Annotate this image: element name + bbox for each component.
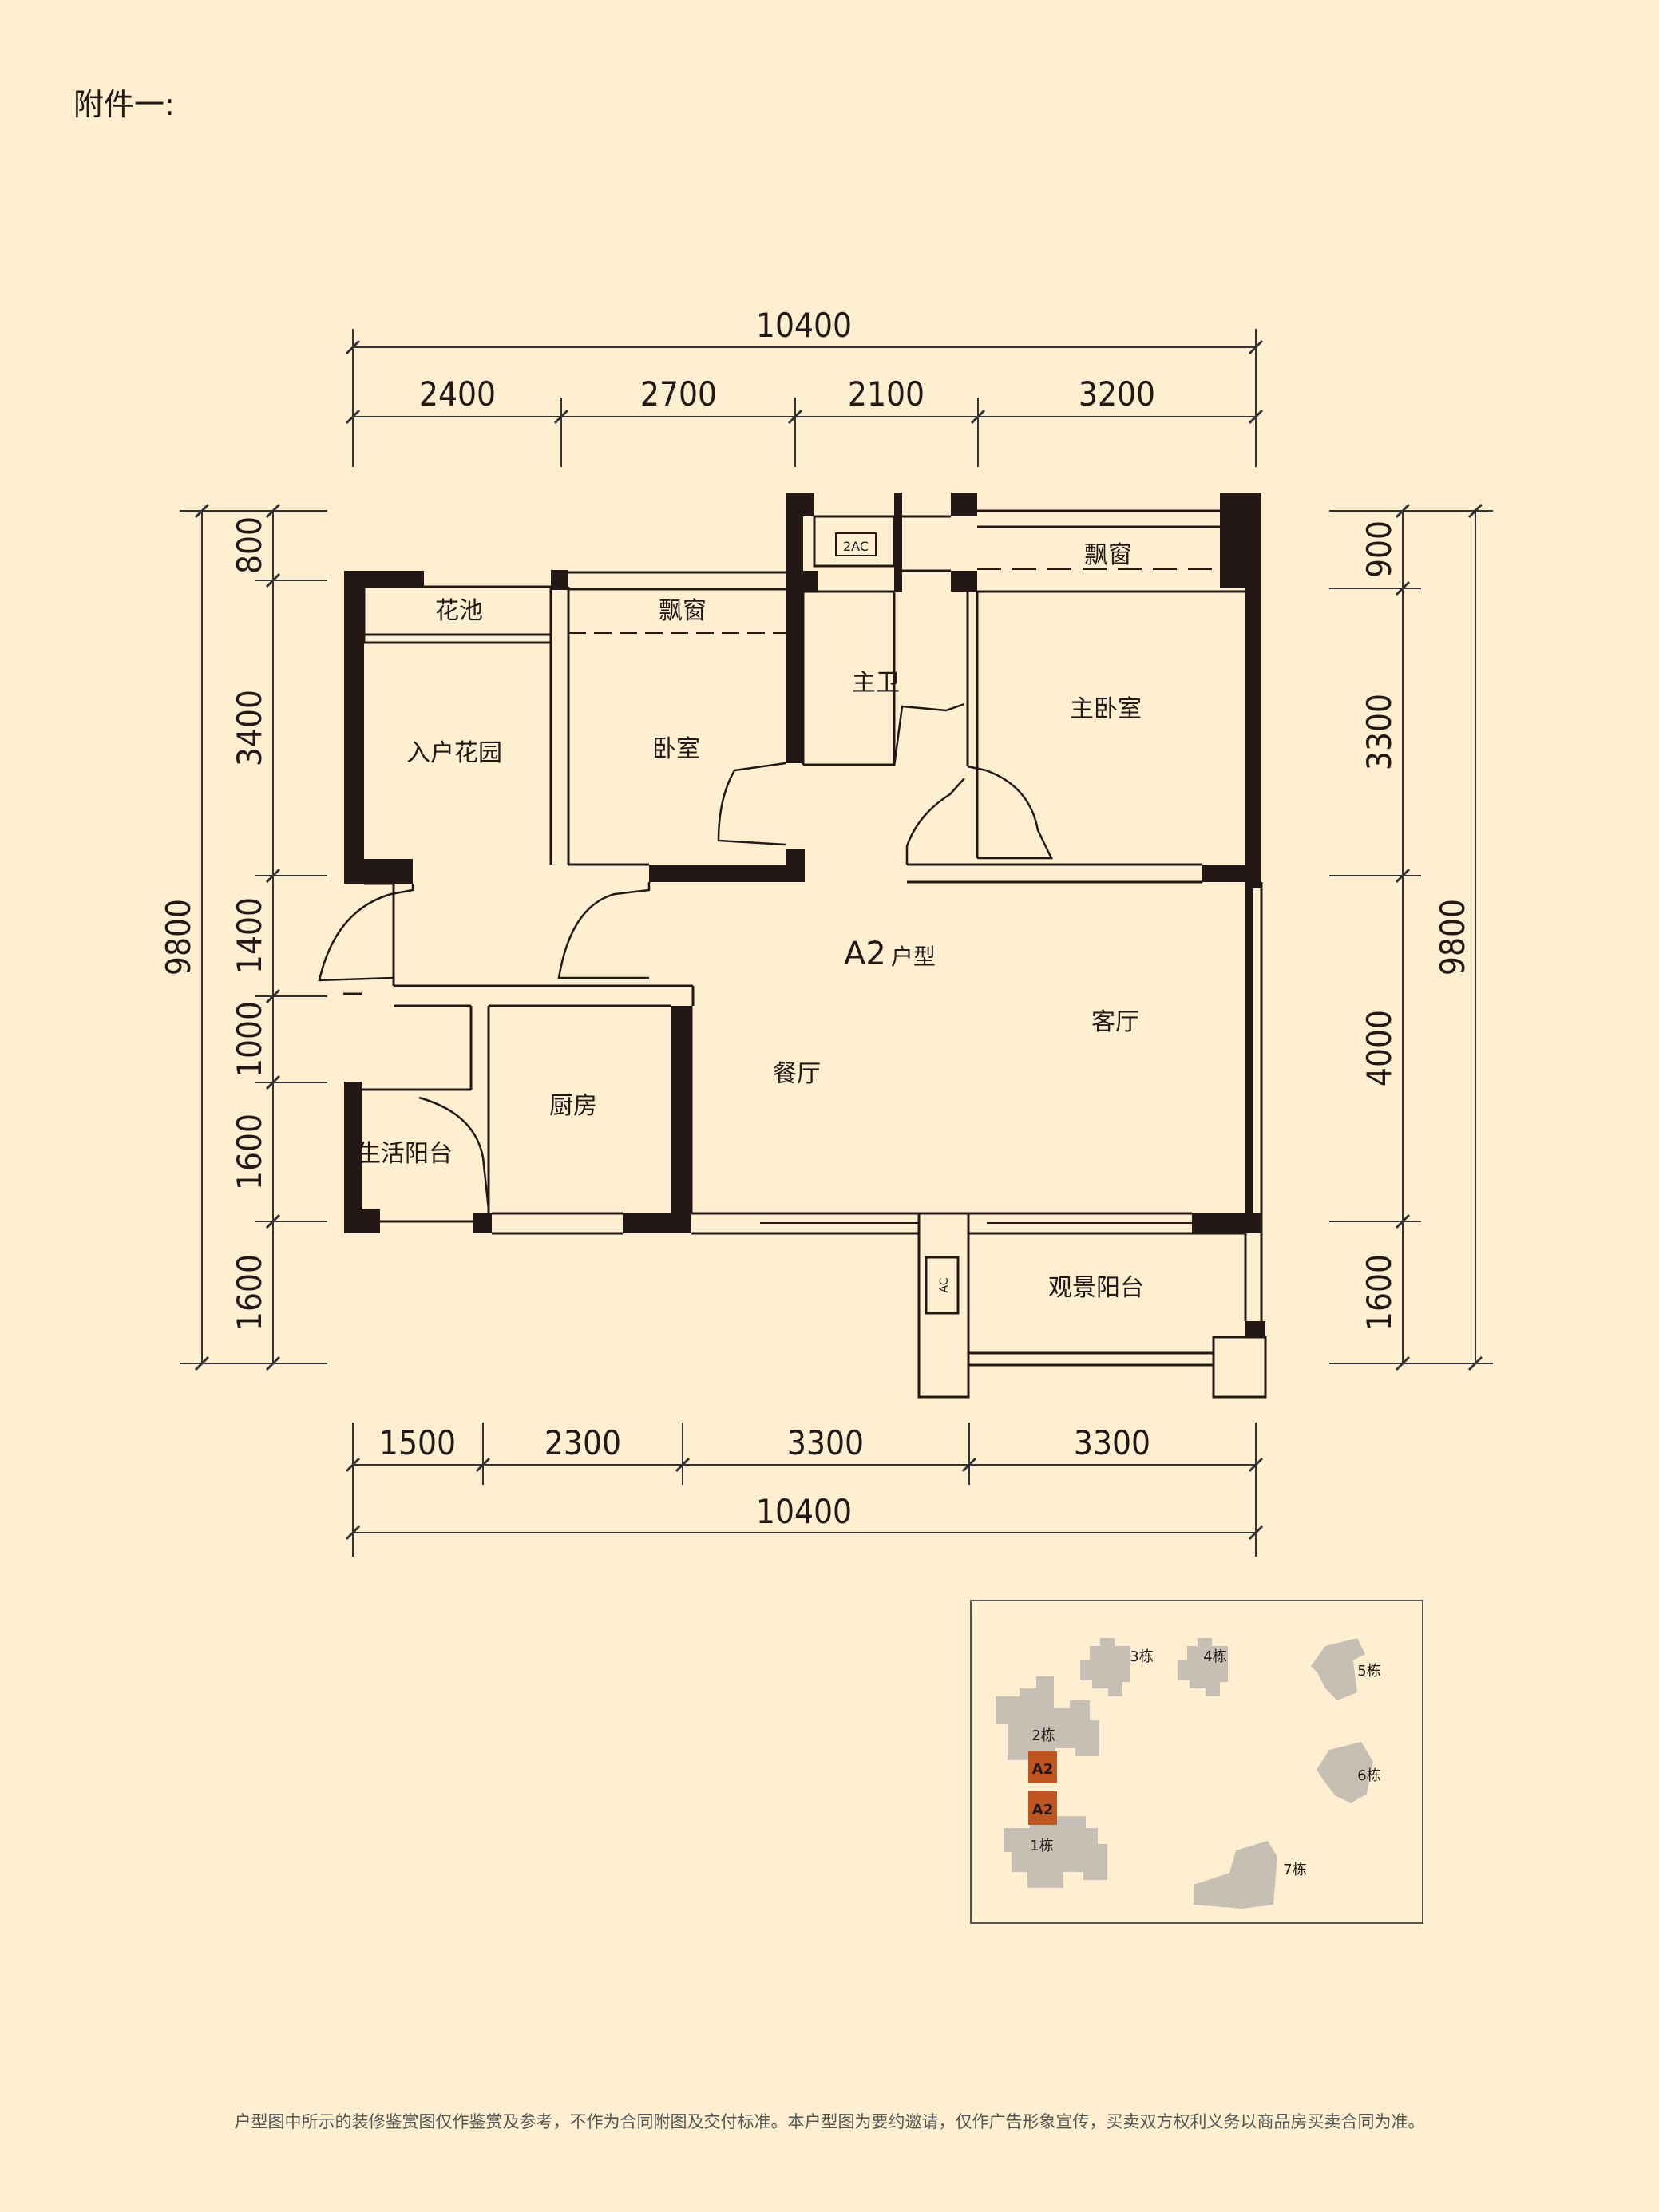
dim-left-5: 1600 <box>230 1114 269 1190</box>
room-labels: 花池 飘窗 飘窗 主卫 主卧室 入户花园 卧室 客厅 餐厅 厨房 生活阳台 观景… <box>357 541 1144 1302</box>
dim-left-1: 800 <box>230 516 269 574</box>
dim-left-3: 1400 <box>230 897 269 974</box>
building-label-4: 4栋 <box>1203 1648 1226 1665</box>
site-plan: 3栋 4栋 5栋 2栋 6栋 1栋 7栋 A2 A2 <box>970 1600 1423 1924</box>
building-label-6: 6栋 <box>1357 1767 1380 1784</box>
dim-left-4: 1000 <box>230 1001 269 1078</box>
label-utility-balcony: 生活阳台 <box>357 1140 453 1168</box>
dim-right-total: 9800 <box>1433 899 1472 975</box>
highlight-label-2: A2 <box>1032 1802 1053 1818</box>
highlight-unit-2 <box>1028 1791 1057 1825</box>
label-bedroom: 卧室 <box>652 735 700 763</box>
dim-bottom-4: 3300 <box>1074 1423 1150 1462</box>
building-4 <box>1178 1638 1228 1696</box>
dim-top-3: 2100 <box>848 374 925 414</box>
building-3 <box>1080 1638 1130 1696</box>
building-label-7: 7栋 <box>1283 1862 1306 1878</box>
ac-top-label: 2AC <box>843 539 869 554</box>
left-dimensions <box>180 503 327 1371</box>
unit-code: A2 <box>844 936 886 972</box>
dim-bottom-2: 2300 <box>544 1423 621 1462</box>
ac-units: 2AC AC <box>835 532 951 1293</box>
dim-right-3: 4000 <box>1360 1010 1399 1086</box>
unit-suffix: 户型 <box>891 944 936 970</box>
label-dining-room: 餐厅 <box>773 1060 821 1088</box>
highlight-label-1: A2 <box>1032 1761 1053 1778</box>
attachment-label: 附件一: <box>73 87 175 122</box>
building-7 <box>1194 1841 1277 1909</box>
dim-right-1: 900 <box>1360 520 1399 578</box>
thin-walls <box>343 509 1267 1399</box>
label-living-room: 客厅 <box>1091 1008 1139 1036</box>
disclaimer: 户型图中所示的装修鉴赏图仅作鉴赏及参考，不作为合同附图及交付标准。本户型图为要约… <box>234 2112 1425 2131</box>
dim-left-total: 9800 <box>159 899 198 975</box>
building-label-3: 3栋 <box>1130 1648 1153 1665</box>
dim-top-total: 10400 <box>756 306 852 345</box>
dim-left-2: 3400 <box>230 690 269 766</box>
building-label-5: 5栋 <box>1357 1663 1380 1680</box>
highlight-unit-1 <box>1028 1751 1057 1783</box>
dim-right-4: 1600 <box>1360 1254 1399 1331</box>
label-kitchen: 厨房 <box>549 1092 597 1120</box>
door-swings <box>318 702 1053 1210</box>
dim-bottom-1: 1500 <box>379 1423 456 1462</box>
dim-bottom-3: 3300 <box>787 1423 864 1462</box>
building-5 <box>1311 1638 1365 1700</box>
label-view-balcony: 观景阳台 <box>1048 1274 1144 1302</box>
label-bay-window-1: 飘窗 <box>659 597 707 625</box>
dim-right-2: 3300 <box>1360 694 1399 770</box>
building-1 <box>1004 1816 1107 1888</box>
dim-top-1: 2400 <box>419 374 496 414</box>
dim-top-4: 3200 <box>1079 374 1155 414</box>
building-label-1: 1栋 <box>1030 1838 1053 1854</box>
building-6 <box>1317 1742 1373 1803</box>
bottom-dimensions <box>345 1423 1264 1557</box>
dim-bottom-total: 10400 <box>756 1492 852 1531</box>
walls <box>344 493 1265 1337</box>
label-entry-garden: 入户花园 <box>406 739 502 767</box>
label-master-bedroom: 主卧室 <box>1070 695 1142 723</box>
building-label-2: 2栋 <box>1031 1727 1055 1744</box>
right-dimensions <box>1329 503 1493 1371</box>
label-bay-window-2: 飘窗 <box>1084 541 1132 569</box>
ac-bottom-label: AC <box>938 1277 951 1292</box>
top-dimensions <box>345 329 1264 467</box>
label-flower-bed: 花池 <box>435 597 483 625</box>
label-master-bath: 主卫 <box>852 669 900 697</box>
dim-left-6: 1600 <box>230 1254 269 1331</box>
dim-top-2: 2700 <box>640 374 717 414</box>
building-2 <box>996 1676 1099 1760</box>
